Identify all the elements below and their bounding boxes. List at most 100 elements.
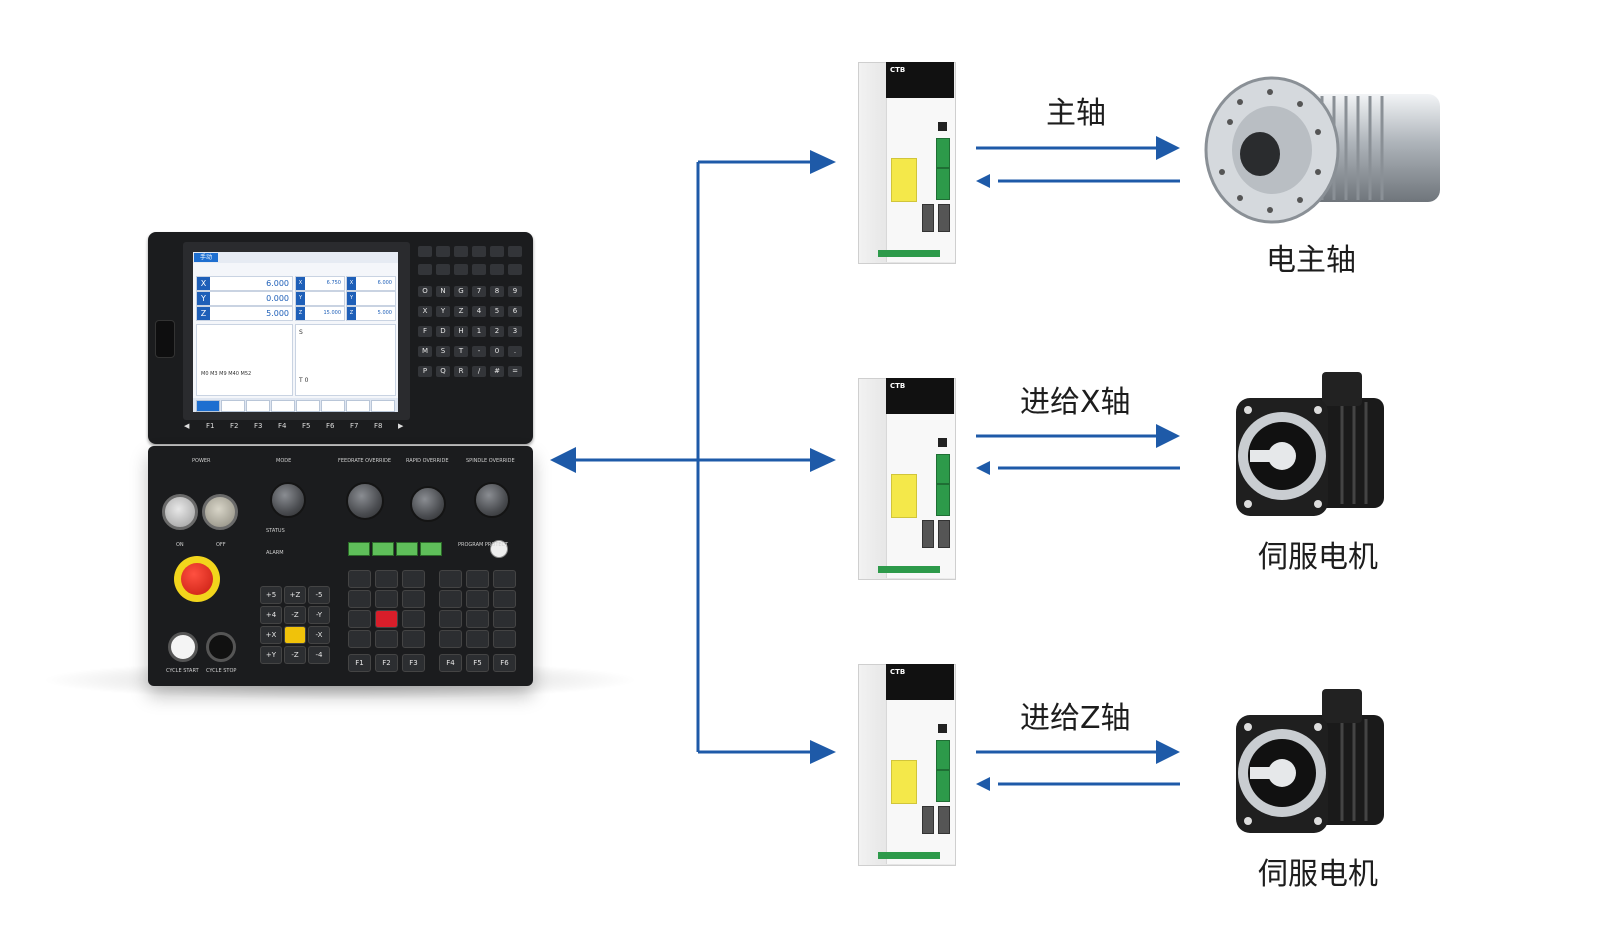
- keypad-key[interactable]: 2: [490, 326, 504, 337]
- panel-function-key[interactable]: [466, 590, 489, 608]
- screen-softkey[interactable]: [246, 400, 270, 412]
- panel-f-key[interactable]: F4: [439, 654, 462, 672]
- jog-key[interactable]: +5: [260, 586, 282, 604]
- keypad-key[interactable]: 0: [490, 346, 504, 357]
- panel-function-key[interactable]: [493, 570, 516, 588]
- power-on-button[interactable]: [162, 494, 198, 530]
- panel-f-key[interactable]: F3: [402, 654, 425, 672]
- panel-function-key[interactable]: [402, 630, 425, 648]
- screen-softkey[interactable]: [371, 400, 395, 412]
- keypad-key[interactable]: =: [508, 366, 522, 377]
- program-protect-key[interactable]: [490, 540, 508, 558]
- keypad-key[interactable]: 9: [508, 286, 522, 297]
- jog-key[interactable]: -Y: [308, 606, 330, 624]
- keypad-key[interactable]: -: [472, 346, 486, 357]
- keypad-function-key[interactable]: [490, 264, 504, 275]
- keypad-function-key[interactable]: [508, 246, 522, 257]
- keypad-key[interactable]: #: [490, 366, 504, 377]
- keypad-key[interactable]: M: [418, 346, 432, 357]
- keypad-key[interactable]: N: [436, 286, 450, 297]
- softkey-left-arrow-icon[interactable]: ◀: [184, 422, 190, 430]
- softkey-f1[interactable]: F1: [206, 422, 215, 430]
- keypad-function-key[interactable]: [490, 246, 504, 257]
- jog-key[interactable]: -5: [308, 586, 330, 604]
- keypad-key[interactable]: 1: [472, 326, 486, 337]
- jog-key[interactable]: +X: [260, 626, 282, 644]
- jog-key[interactable]: +Y: [260, 646, 282, 664]
- emergency-stop-button[interactable]: [174, 556, 220, 602]
- panel-function-key[interactable]: [375, 630, 398, 648]
- keypad-key[interactable]: S: [436, 346, 450, 357]
- softkey-f4[interactable]: F4: [278, 422, 287, 430]
- keypad-key[interactable]: F: [418, 326, 432, 337]
- panel-function-key[interactable]: [375, 610, 398, 628]
- rapid-override-knob[interactable]: [410, 486, 446, 522]
- softkey-f8[interactable]: F8: [374, 422, 383, 430]
- panel-function-key[interactable]: [348, 590, 371, 608]
- panel-function-key[interactable]: [402, 570, 425, 588]
- keypad-key[interactable]: O: [418, 286, 432, 297]
- keypad-key[interactable]: H: [454, 326, 468, 337]
- panel-function-key[interactable]: [375, 570, 398, 588]
- keypad-function-key[interactable]: [418, 246, 432, 257]
- panel-function-key[interactable]: [402, 610, 425, 628]
- jog-key[interactable]: [284, 626, 306, 644]
- softkey-f3[interactable]: F3: [254, 422, 263, 430]
- keypad-key[interactable]: 5: [490, 306, 504, 317]
- panel-f-key[interactable]: F1: [348, 654, 371, 672]
- softkey-f7[interactable]: F7: [350, 422, 359, 430]
- panel-function-key[interactable]: [439, 630, 462, 648]
- keypad-key[interactable]: P: [418, 366, 432, 377]
- panel-function-key[interactable]: [466, 570, 489, 588]
- keypad-function-key[interactable]: [418, 264, 432, 275]
- jog-key[interactable]: -Z: [284, 646, 306, 664]
- panel-function-key[interactable]: [348, 630, 371, 648]
- softkey-right-arrow-icon[interactable]: ▶: [398, 422, 404, 430]
- keypad-function-key[interactable]: [436, 264, 450, 275]
- jog-key[interactable]: +Z: [284, 586, 306, 604]
- panel-function-key[interactable]: [493, 590, 516, 608]
- spindle-override-knob[interactable]: [474, 482, 510, 518]
- keypad-key[interactable]: 6: [508, 306, 522, 317]
- screen-softkey[interactable]: [271, 400, 295, 412]
- cycle-start-button[interactable]: [168, 632, 198, 662]
- panel-function-key[interactable]: [402, 590, 425, 608]
- panel-function-key[interactable]: [348, 610, 371, 628]
- keypad-function-key[interactable]: [454, 264, 468, 275]
- mode-selector-knob[interactable]: [270, 482, 306, 518]
- softkey-f5[interactable]: F5: [302, 422, 311, 430]
- jog-key[interactable]: -4: [308, 646, 330, 664]
- keypad-key[interactable]: X: [418, 306, 432, 317]
- panel-function-key[interactable]: [439, 610, 462, 628]
- panel-f-key[interactable]: F2: [375, 654, 398, 672]
- keypad-key[interactable]: R: [454, 366, 468, 377]
- jog-key[interactable]: -X: [308, 626, 330, 644]
- softkey-f2[interactable]: F2: [230, 422, 239, 430]
- panel-function-key[interactable]: [466, 630, 489, 648]
- keypad-key[interactable]: 8: [490, 286, 504, 297]
- keypad-key[interactable]: /: [472, 366, 486, 377]
- keypad-function-key[interactable]: [508, 264, 522, 275]
- keypad-function-key[interactable]: [436, 246, 450, 257]
- keypad-function-key[interactable]: [454, 246, 468, 257]
- keypad-key[interactable]: T: [454, 346, 468, 357]
- keypad-function-key[interactable]: [472, 246, 486, 257]
- panel-function-key[interactable]: [493, 610, 516, 628]
- jog-key[interactable]: +4: [260, 606, 282, 624]
- keypad-key[interactable]: Y: [436, 306, 450, 317]
- panel-function-key[interactable]: [439, 570, 462, 588]
- panel-function-key[interactable]: [493, 630, 516, 648]
- keypad-key[interactable]: 4: [472, 306, 486, 317]
- keypad-key[interactable]: Q: [436, 366, 450, 377]
- panel-function-key[interactable]: [348, 570, 371, 588]
- keypad-key[interactable]: Z: [454, 306, 468, 317]
- keypad-key[interactable]: .: [508, 346, 522, 357]
- feed-override-knob[interactable]: [346, 482, 384, 520]
- panel-function-key[interactable]: [375, 590, 398, 608]
- screen-softkey[interactable]: [296, 400, 320, 412]
- keypad-key[interactable]: 3: [508, 326, 522, 337]
- power-off-button[interactable]: [202, 494, 238, 530]
- keypad-key[interactable]: D: [436, 326, 450, 337]
- panel-f-key[interactable]: F5: [466, 654, 489, 672]
- cycle-stop-button[interactable]: [206, 632, 236, 662]
